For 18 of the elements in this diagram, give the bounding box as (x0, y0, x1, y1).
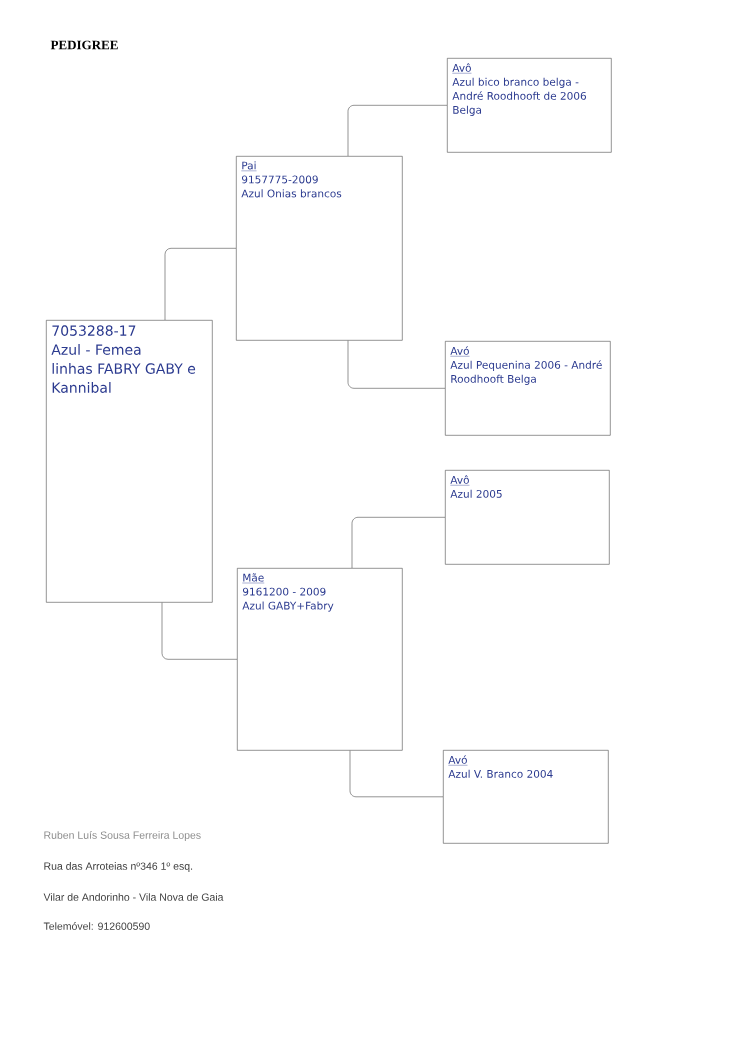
pedigree-box: Avó Azul V. Branco 2004 (443, 750, 609, 844)
pedigree-box: Avô Azul 2005 (445, 470, 610, 565)
title: PEDIGREE (50, 40, 118, 50)
connector-line (161, 602, 238, 660)
connector-line (164, 248, 237, 321)
connector-line (349, 750, 444, 798)
pedigree-box: Pai 9157775-2009 Azul Onias brancos (236, 156, 403, 341)
address-text: Rua das Arroteias nº346 1º esq. (44, 862, 193, 872)
connector-line (351, 517, 446, 569)
address-text: Ruben Luís Sousa Ferreira Lopes (44, 831, 201, 841)
pedigree-box: Mãe 9161200 - 2009 Azul GABY+Fabry (237, 568, 403, 751)
pedigree-box: Avô Azul bico branco belga - André Roodhooft de 2006 Belga (447, 58, 612, 153)
connector-line (347, 105, 448, 157)
connector-line (347, 340, 446, 389)
pedigree-box: Avó Azul Pequenina 2006 - André Roodhooft Belga (445, 341, 611, 436)
address-text: Telemóvel: 912600590 (43, 922, 150, 930)
address-text: Vilar de Andorinho - Vila Nova de Gaia (43, 893, 224, 901)
pedigree-box: 7053288-17 Azul - Femea linhas FABRY GABY e Kannibal (46, 320, 213, 603)
